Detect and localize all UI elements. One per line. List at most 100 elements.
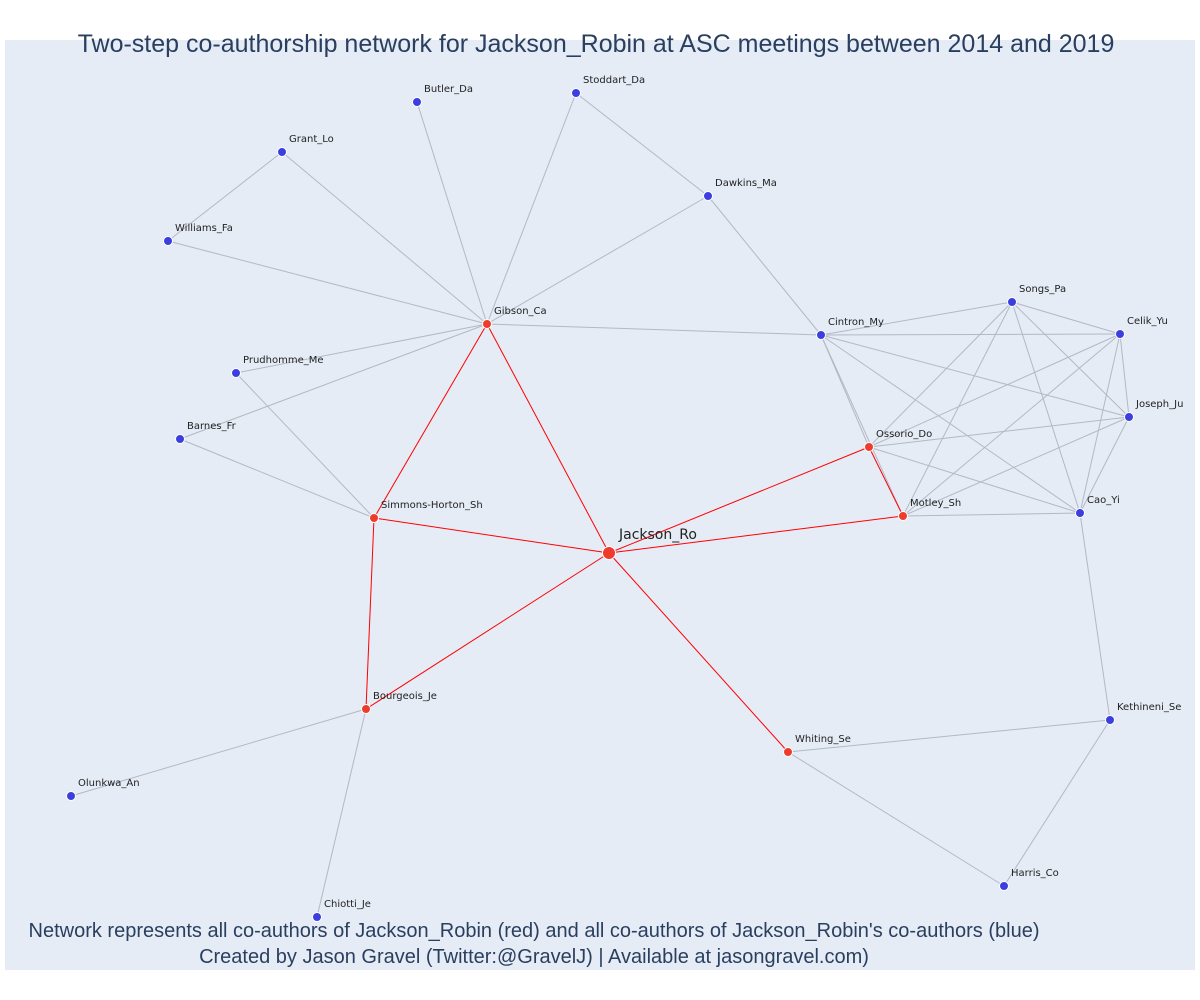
node-butler_da[interactable] <box>412 97 422 107</box>
node-prudhomme_me[interactable] <box>231 368 241 378</box>
edge-jackson_ro-ossorio_do <box>608 446 870 554</box>
labels-layer: Jackson_Ro Gibson_CaSimmons-Horton_ShBour… <box>78 75 1183 910</box>
node-label-barnes_fr: Barnes_Fr <box>187 421 237 432</box>
edge-celik_yu-cao_yi <box>1079 333 1121 514</box>
node-label-butler_da: Butler_Da <box>424 84 473 95</box>
edge-jackson_ro-simmons-horton_sh <box>373 517 610 554</box>
edge-dawkins_ma-cintron_my <box>707 195 822 336</box>
edge-songs_pa-ossorio_do <box>868 301 1013 448</box>
node-olunkwa_an[interactable] <box>66 791 76 801</box>
edge-bourgeois_je-olunkwa_an <box>70 708 367 797</box>
caption: Network represents all co-authors of Jac… <box>0 918 1068 970</box>
node-label-motley_sh: Motley_Sh <box>910 498 961 509</box>
edge-barnes_fr-simmons-horton_sh <box>179 438 375 519</box>
edge-gibson_ca-butler_da <box>416 101 488 325</box>
edge-motley_sh-cao_yi <box>902 512 1081 517</box>
edge-gibson_ca-prudhomme_me <box>235 323 488 374</box>
node-cao_yi[interactable] <box>1075 508 1085 518</box>
node-cintron_my[interactable] <box>816 330 826 340</box>
node-label-bourgeois_je: Bourgeois_Je <box>373 691 437 702</box>
node-label-jackson_ro: Jackson_Ro <box>618 527 697 543</box>
caption-line-2: Created by Jason Gravel (Twitter:@Gravel… <box>199 946 869 968</box>
edge-kethineni_se-cao_yi <box>1079 512 1111 721</box>
edge-songs_pa-motley_sh <box>902 301 1013 517</box>
node-label-songs_pa: Songs_Pa <box>1019 284 1066 295</box>
edge-ossorio_do-cao_yi <box>868 446 1081 514</box>
edge-whiting_se-harris_co <box>787 751 1005 887</box>
edge-jackson_ro-bourgeois_je <box>365 552 610 710</box>
chart-title: Two-step co-authorship network for Jacks… <box>77 30 1115 58</box>
edge-joseph_ju-motley_sh <box>902 416 1130 517</box>
edge-cintron_my-celik_yu <box>820 333 1121 336</box>
edge-gibson_ca-dawkins_ma <box>486 195 709 325</box>
edge-jackson_ro-whiting_se <box>608 552 789 753</box>
node-label-olunkwa_an: Olunkwa_An <box>78 778 140 789</box>
node-label-gibson_ca: Gibson_Ca <box>494 306 547 317</box>
edge-joseph_ju-ossorio_do <box>868 416 1130 448</box>
edge-simmons-horton_sh-bourgeois_je <box>365 517 375 710</box>
node-label-williams_fa: Williams_Fa <box>175 223 233 234</box>
node-stoddart_da[interactable] <box>571 88 581 98</box>
nodes-layer <box>66 88 1134 922</box>
edge-cintron_my-cao_yi <box>820 334 1081 514</box>
edge-celik_yu-ossorio_do <box>868 333 1121 448</box>
node-jackson_ro[interactable] <box>602 546 616 560</box>
edge-stoddart_da-dawkins_ma <box>575 92 709 197</box>
edge-cintron_my-motley_sh <box>820 334 904 517</box>
edge-celik_yu-joseph_ju <box>1119 333 1130 418</box>
edge-songs_pa-joseph_ju <box>1011 301 1130 418</box>
edge-cintron_my-joseph_ju <box>820 334 1130 418</box>
node-label-celik_yu: Celik_Yu <box>1127 316 1168 327</box>
edges-layer <box>70 92 1130 918</box>
node-motley_sh[interactable] <box>898 511 908 521</box>
node-label-ossorio_do: Ossorio_Do <box>876 429 932 440</box>
node-label-chiotti_je: Chiotti_Je <box>324 899 371 910</box>
node-ossorio_do[interactable] <box>864 442 874 452</box>
edge-bourgeois_je-chiotti_je <box>316 708 367 918</box>
node-label-cintron_my: Cintron_My <box>828 317 884 328</box>
edge-songs_pa-celik_yu <box>1011 301 1121 335</box>
edge-gibson_ca-stoddart_da <box>486 92 577 325</box>
node-celik_yu[interactable] <box>1115 329 1125 339</box>
edge-gibson_ca-williams_fa <box>167 240 488 325</box>
edge-ossorio_do-motley_sh <box>868 446 904 517</box>
node-label-joseph_ju: Joseph_Ju <box>1135 399 1183 410</box>
node-williams_fa[interactable] <box>163 236 173 246</box>
edge-jackson_ro-gibson_ca <box>486 323 610 554</box>
edge-gibson_ca-grant_lo <box>281 151 488 325</box>
node-label-simmons-horton_sh: Simmons-Horton_Sh <box>381 500 483 511</box>
edge-joseph_ju-cao_yi <box>1079 416 1130 514</box>
node-joseph_ju[interactable] <box>1124 412 1134 422</box>
edge-songs_pa-cao_yi <box>1011 301 1081 514</box>
edge-cintron_my-songs_pa <box>820 301 1013 336</box>
node-label-grant_lo: Grant_Lo <box>289 134 334 145</box>
edge-prudhomme_me-simmons-horton_sh <box>235 372 375 519</box>
edge-kethineni_se-harris_co <box>1003 719 1111 887</box>
node-bourgeois_je[interactable] <box>361 704 371 714</box>
edge-gibson_ca-simmons-horton_sh <box>373 323 488 519</box>
node-gibson_ca[interactable] <box>482 319 492 329</box>
node-chiotti_je[interactable] <box>312 912 322 922</box>
edge-gibson_ca-cintron_my <box>486 323 822 336</box>
node-grant_lo[interactable] <box>277 147 287 157</box>
node-simmons-horton_sh[interactable] <box>369 513 379 523</box>
node-label-harris_co: Harris_Co <box>1011 868 1059 879</box>
edge-celik_yu-motley_sh <box>902 333 1121 517</box>
node-whiting_se[interactable] <box>783 747 793 757</box>
node-kethineni_se[interactable] <box>1105 715 1115 725</box>
node-label-whiting_se: Whiting_Se <box>795 734 851 745</box>
node-label-prudhomme_me: Prudhomme_Me <box>243 355 324 366</box>
edge-jackson_ro-motley_sh <box>608 515 904 554</box>
node-label-stoddart_da: Stoddart_Da <box>583 75 645 86</box>
node-label-cao_yi: Cao_Yi <box>1087 495 1120 506</box>
node-barnes_fr[interactable] <box>175 434 185 444</box>
node-harris_co[interactable] <box>999 881 1009 891</box>
node-dawkins_ma[interactable] <box>703 191 713 201</box>
node-songs_pa[interactable] <box>1007 297 1017 307</box>
node-label-kethineni_se: Kethineni_Se <box>1117 702 1181 713</box>
edge-grant_lo-williams_fa <box>167 151 283 242</box>
edge-whiting_se-kethineni_se <box>787 719 1111 753</box>
edge-gibson_ca-barnes_fr <box>179 323 488 440</box>
node-label-dawkins_ma: Dawkins_Ma <box>715 178 777 189</box>
